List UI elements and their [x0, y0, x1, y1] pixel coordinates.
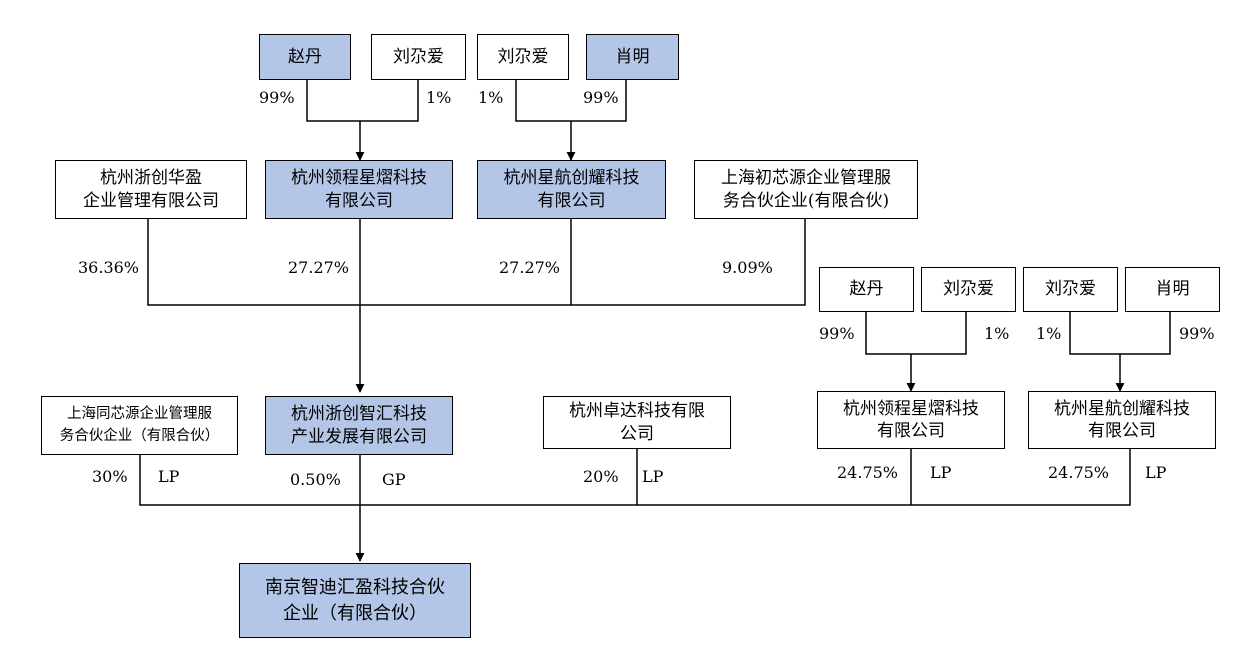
role-label: LP	[158, 467, 180, 486]
pct-label: 30%	[92, 467, 128, 486]
pct-label: 27.27%	[499, 258, 561, 277]
company-zhuoda-box: 杭州卓达科技有限公司	[543, 396, 731, 449]
bottom-level-connector	[139, 449, 1131, 506]
shareholder-name: 肖明	[1155, 279, 1190, 300]
shareholder-name: 赵丹	[849, 279, 884, 300]
shareholder-name: 肖明	[615, 46, 650, 67]
company-name-line: 产业发展有限公司	[291, 426, 427, 447]
company-name-line: 上海同芯源企业管理服	[67, 406, 212, 423]
shareholder-name: 刘尕爱	[497, 46, 549, 67]
shareholder-name: 赵丹	[288, 46, 322, 67]
company-name-line: 公司	[620, 423, 654, 444]
shareholder-name: 刘尕爱	[1045, 279, 1096, 300]
company-xinghang-box: 杭州星航创耀科技有限公司	[477, 160, 666, 219]
company-chuxinyuan-box: 上海初芯源企业管理服务合伙企业(有限合伙)	[694, 160, 918, 219]
mid-level-connector	[147, 219, 806, 306]
shareholder-name: 刘尕爱	[393, 46, 444, 67]
company-xinghang-lower-box: 杭州星航创耀科技有限公司	[1028, 391, 1216, 449]
company-name-line: 杭州卓达科技有限	[569, 401, 705, 422]
role-label: LP	[930, 463, 952, 482]
company-name-line: 杭州星航创耀科技	[503, 168, 640, 189]
top-left-group-connector	[306, 80, 419, 122]
pct-label: 9.09%	[722, 258, 773, 277]
company-name-line: 企业（有限合伙）	[283, 602, 427, 624]
pct-label: 1%	[984, 324, 1010, 343]
pct-label: 24.75%	[1048, 463, 1110, 482]
pct-label: 1%	[426, 88, 452, 107]
company-name-line: 务合伙企业（有限合伙）	[59, 427, 220, 444]
company-name-line: 南京智迪汇盈科技合伙	[265, 577, 445, 599]
shareholder-liugaai-box: 刘尕爱	[921, 267, 1016, 312]
right-right-group-connector	[1069, 312, 1171, 355]
company-name-line: 杭州领程星熠科技	[291, 168, 427, 189]
shareholder-name: 刘尕爱	[943, 279, 994, 300]
role-label: LP	[1145, 463, 1167, 482]
company-name-line: 企业管理有限公司	[83, 190, 219, 211]
pct-label: 24.75%	[837, 463, 899, 482]
role-label: GP	[382, 470, 406, 489]
company-name-line: 有限公司	[1088, 421, 1156, 441]
company-zhihui-box: 杭州浙创智汇科技产业发展有限公司	[265, 396, 453, 455]
pct-label: 99%	[583, 88, 619, 107]
pct-label: 20%	[583, 467, 619, 486]
pct-label: 99%	[1179, 324, 1215, 343]
shareholder-liugaai-box: 刘尕爱	[477, 34, 569, 80]
pct-label: 1%	[478, 88, 504, 107]
company-huaying-box: 杭州浙创华盈企业管理有限公司	[55, 160, 247, 219]
pct-label: 0.50%	[290, 470, 341, 489]
company-name-line: 上海初芯源企业管理服	[721, 168, 891, 189]
company-name-line: 杭州领程星熠科技	[843, 398, 979, 419]
role-label: LP	[642, 467, 664, 486]
shareholder-liugaai-box: 刘尕爱	[1023, 267, 1118, 312]
pct-label: 36.36%	[78, 258, 140, 277]
company-name-line: 杭州浙创智汇科技	[291, 404, 427, 425]
company-lingcheng-box: 杭州领程星熠科技有限公司	[265, 160, 453, 219]
shareholder-liugaai-box: 刘尕爱	[371, 34, 466, 80]
company-name-line: 杭州星航创耀科技	[1054, 398, 1190, 419]
company-zhidi-huiying-box: 南京智迪汇盈科技合伙企业（有限合伙）	[239, 563, 471, 638]
shareholder-xiaoming-box: 肖明	[586, 34, 679, 80]
company-name-line: 有限公司	[537, 190, 606, 211]
right-left-group-connector	[865, 312, 967, 355]
pct-label: 99%	[259, 88, 295, 107]
pct-label: 27.27%	[288, 258, 350, 277]
company-name-line: 有限公司	[877, 421, 945, 441]
shareholder-zhaodan-box: 赵丹	[259, 34, 351, 80]
shareholder-xiaoming-box: 肖明	[1125, 267, 1220, 312]
company-name-line: 杭州浙创华盈	[100, 168, 202, 189]
company-name-line: 务合伙企业(有限合伙)	[722, 190, 890, 211]
pct-label: 99%	[819, 324, 855, 343]
company-name-line: 有限公司	[325, 190, 393, 211]
company-tongxinyuan-box: 上海同芯源企业管理服务合伙企业（有限合伙）	[41, 396, 238, 455]
pct-label: 1%	[1036, 324, 1062, 343]
company-lingcheng-lower-box: 杭州领程星熠科技有限公司	[817, 391, 1005, 449]
shareholder-zhaodan-box: 赵丹	[819, 267, 914, 312]
